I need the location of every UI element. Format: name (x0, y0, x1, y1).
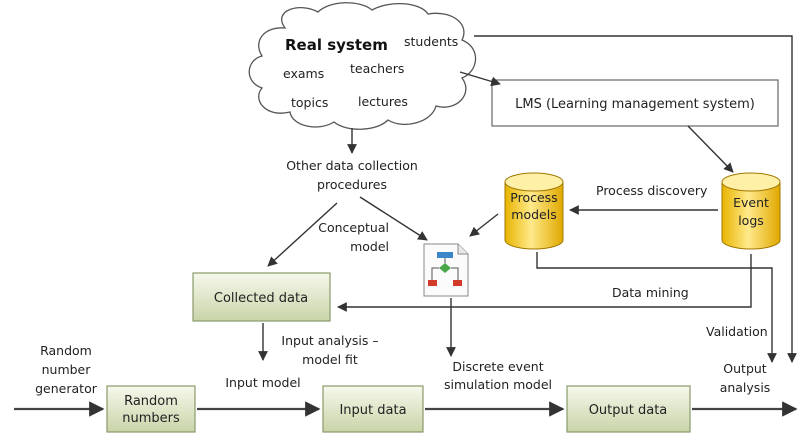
input-data-label: Input data (339, 403, 406, 418)
cloud-item-topics: topics (291, 95, 328, 110)
lms-label: LMS (Learning management system) (515, 97, 755, 112)
process-models-line2: models (511, 207, 556, 222)
cloud-title: Real system (285, 36, 388, 54)
random-gen-line1: Random (40, 343, 92, 358)
output-analysis-line2: analysis (720, 380, 771, 395)
cloud-item-teachers: teachers (350, 61, 404, 76)
cloud-item-students: students (404, 34, 458, 49)
arrow-processmodels-conceptual (469, 213, 499, 237)
collected-data-box (192, 272, 331, 322)
des-model-line2: simulation model (444, 377, 552, 392)
random-gen-line3: generator (35, 381, 98, 396)
other-data-line1: Other data collection (286, 158, 418, 173)
process-models-cylinder: Process models (504, 172, 564, 250)
process-models-line1: Process (510, 190, 557, 205)
cloud-item-exams: exams (283, 66, 324, 81)
event-logs-line2: logs (738, 213, 764, 228)
arrow-otherdata-collected (267, 202, 338, 267)
arrow-lms-eventlogs (687, 125, 734, 173)
arrow-otherdata-conceptual (359, 196, 428, 241)
output-analysis-line1: Output (723, 361, 767, 376)
random-numbers-line1: Random (124, 394, 178, 409)
output-data-box (566, 385, 691, 433)
input-analysis-line2: model fit (302, 352, 358, 367)
conceptual-model-line1: Conceptual (318, 220, 389, 235)
event-logs-line1: Event (733, 195, 769, 210)
event-logs-cylinder: Event logs (721, 172, 781, 250)
arrow-processmodels-validation (536, 252, 777, 363)
lms-box (491, 79, 779, 127)
conceptual-model-line2: model (350, 239, 389, 254)
validation-label: Validation (706, 324, 768, 339)
process-discovery-label: Process discovery (596, 183, 708, 198)
other-data-line2: procedures (317, 177, 387, 192)
arrow-cloud-lms (459, 71, 501, 87)
data-mining-label: Data mining (612, 285, 689, 300)
collected-data-label: Collected data (214, 291, 308, 306)
output-data-label: Output data (589, 403, 668, 418)
connectors (14, 35, 798, 417)
input-model-label: Input model (225, 375, 300, 390)
real-system-cloud: Real system students exams teachers topi… (248, 2, 477, 130)
flowchart-document-icon (423, 243, 469, 297)
arrow-cloud-validation (474, 35, 797, 363)
cloud-item-lectures: lectures (358, 94, 408, 109)
random-numbers-box (106, 385, 196, 433)
input-data-box (322, 385, 424, 433)
des-model-line1: Discrete event (452, 359, 543, 374)
arrow-datamining-collected (337, 254, 752, 312)
random-numbers-line2: numbers (122, 411, 180, 426)
input-analysis-line1: Input analysis – (281, 333, 378, 348)
random-gen-line2: number (42, 362, 92, 377)
